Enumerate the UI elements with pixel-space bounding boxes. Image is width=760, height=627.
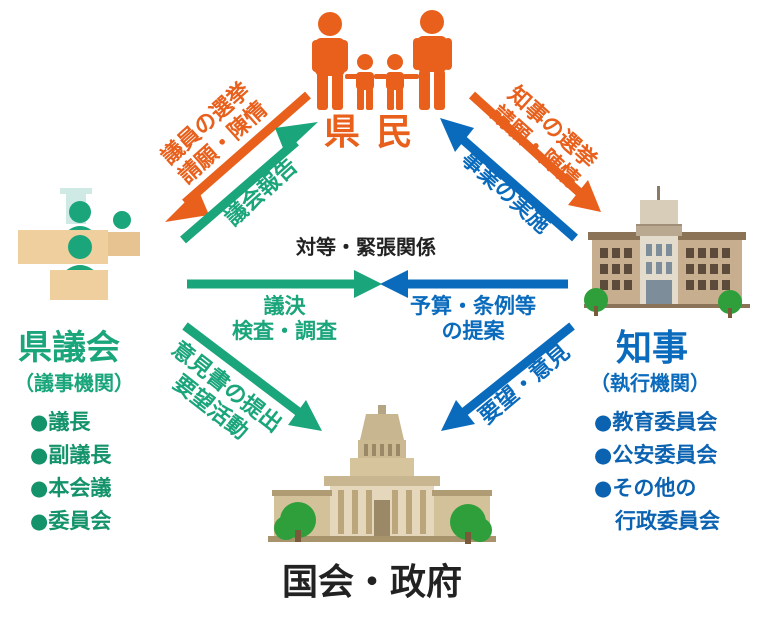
list-item: ●その他の <box>594 472 720 505</box>
family-icon <box>312 10 452 110</box>
list-item: ●議長 <box>30 406 111 439</box>
assembly-title: 県議会 <box>18 328 120 368</box>
list-item: ●教育委員会 <box>594 406 720 439</box>
list-item: 行政委員会 <box>594 505 720 538</box>
assembly-subtitle: （議事機関） <box>14 372 134 396</box>
governor-committees-list: ●教育委員会 ●公安委員会 ●その他の 行政委員会 <box>594 406 720 538</box>
list-item: ●公安委員会 <box>594 439 720 472</box>
governor-title: 知事 <box>616 328 688 370</box>
citizens-label: 県 民 <box>324 112 415 154</box>
prefectural-office-icon <box>584 186 750 318</box>
assembly-members-list: ●議長 ●副議長 ●本会議 ●委員会 <box>30 406 111 538</box>
assembly-members-icon <box>18 188 140 300</box>
list-item: ●副議長 <box>30 439 111 472</box>
label-assembly-to-governor: 議決 検査・調査 <box>232 294 337 344</box>
national-label: 国会・政府 <box>282 562 462 604</box>
label-governor-to-assembly: 予算・条例等 の提案 <box>410 294 536 344</box>
list-item: ●本会議 <box>30 472 111 505</box>
label-relationship: 対等・緊張関係 <box>296 236 436 260</box>
list-item: ●委員会 <box>30 505 111 538</box>
governor-subtitle: （執行機関） <box>590 372 710 396</box>
